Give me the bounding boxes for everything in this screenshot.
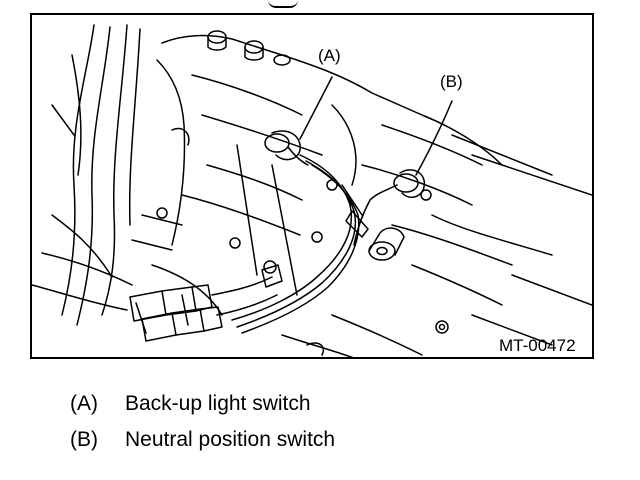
- legend-item-neutral-position-switch: (B) Neutral position switch: [70, 428, 335, 452]
- legend-key: (A): [70, 392, 98, 415]
- transmission-housing: [131, 34, 592, 357]
- callout-a-label: (A): [318, 46, 341, 65]
- callout-a-leader: [299, 76, 333, 140]
- wiring-harness: [231, 154, 371, 334]
- left-hose-lines: [32, 24, 141, 326]
- legend-label: Back-up light switch: [125, 392, 311, 415]
- housing-bolts: [156, 30, 449, 356]
- neutral-position-switch-part: [369, 169, 426, 201]
- callout-b-leader: [415, 100, 453, 176]
- transmission-line-drawing: (A) (B) MT-00472: [32, 24, 592, 357]
- legend-item-backup-light-switch: (A) Back-up light switch: [70, 392, 311, 416]
- figure-code: MT-00472: [499, 336, 576, 355]
- callout-b-label: (B): [440, 72, 463, 91]
- harness-connectors: [129, 260, 283, 342]
- backup-light-switch-part: [264, 130, 309, 166]
- cropped-heading-fragment: [268, 0, 298, 8]
- legend-key: (B): [70, 428, 98, 451]
- legend-label: Neutral position switch: [125, 428, 336, 451]
- cylindrical-boss: [368, 227, 405, 261]
- transmission-illustration-frame: (A) (B) MT-00472: [30, 13, 594, 359]
